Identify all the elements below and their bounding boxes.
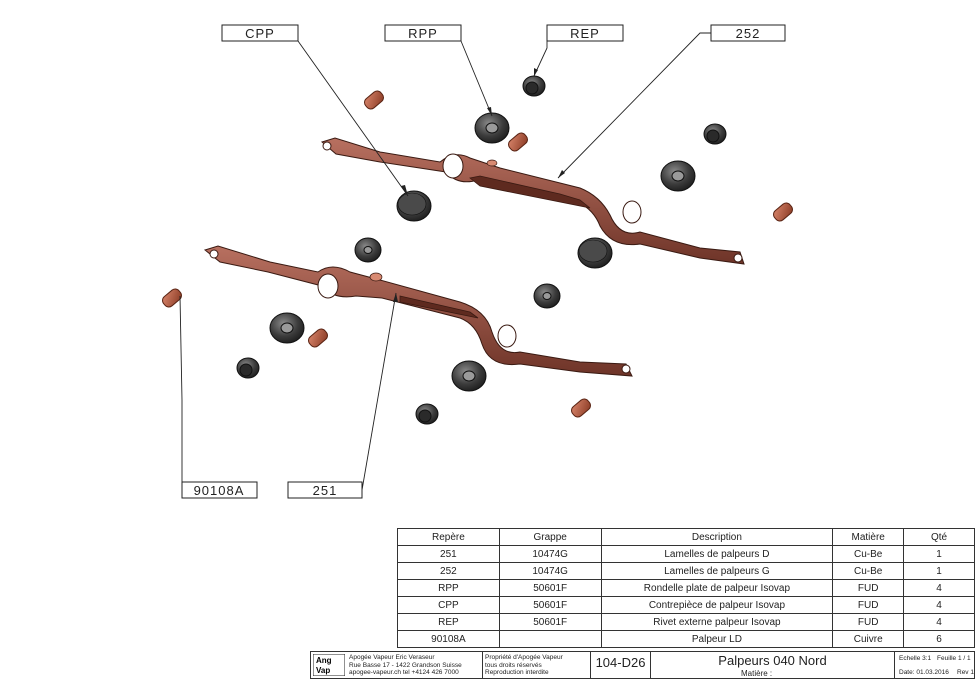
callout-251: 251 (287, 481, 363, 499)
bom-cell (498, 630, 602, 648)
svg-text:Ang: Ang (316, 656, 332, 665)
callout-90108a-label: 90108A (194, 483, 245, 498)
callout-cpp-label: CPP (245, 26, 275, 41)
flat-washers (269, 112, 696, 392)
table-row: CPP 50601F Contrepièce de palpeur Isovap… (397, 596, 975, 614)
lamella-252 (320, 137, 745, 265)
bom-cell: Lamelles de palpeurs G (600, 562, 834, 580)
bom-header-row: Repère Grappe Description Matière Qté (397, 528, 975, 546)
bom-cell: CPP (397, 596, 500, 614)
callout-rpp: RPP (384, 24, 462, 42)
callout-251-label: 251 (313, 483, 338, 498)
callout-90108a: 90108A (181, 481, 258, 499)
bom-header-group: Grappe (498, 528, 602, 546)
address-line: Rue Basse 17 - 1422 Grandson Suisse (349, 661, 462, 669)
title-block-number: 104-D26 (591, 652, 651, 678)
bom-cell: 252 (397, 562, 500, 580)
svg-text:Vap: Vap (316, 666, 330, 675)
bom-cell: Contrepièce de palpeur Isovap (600, 596, 834, 614)
title-block-meta: Echelle 3:1 Feuille 1 / 1 Date: 01.03.20… (895, 652, 976, 678)
bom-cell: 50601F (498, 613, 602, 631)
bom-cell: 4 (903, 613, 975, 631)
table-row: REP 50601F Rivet externe palpeur Isovap … (397, 613, 975, 631)
callout-rep-label: REP (570, 26, 600, 41)
table-row: RPP 50601F Rondelle plate de palpeur Iso… (397, 579, 975, 597)
bom-cell: Palpeur LD (600, 630, 834, 648)
callout-rep: REP (546, 24, 624, 42)
bom-cell: 4 (903, 579, 975, 597)
rights-line: Propriété d'Apogée Vapeur (485, 654, 563, 661)
counter-pieces (354, 190, 613, 309)
bom-cell: Rivet externe palpeur Isovap (600, 613, 834, 631)
sheet-label: Feuille 1 / 1 (937, 655, 971, 662)
bom-cell: 6 (903, 630, 975, 648)
bom-cell: 50601F (498, 596, 602, 614)
table-row: 251 10474G Lamelles de palpeurs D Cu-Be … (397, 545, 975, 563)
bill-of-materials: Repère Grappe Description Matière Qté 25… (397, 528, 975, 648)
rights-line: tous droits réservés (485, 661, 542, 669)
bom-cell: REP (397, 613, 500, 631)
lamella-251 (203, 245, 633, 377)
scale-label: Echelle 3:1 (899, 655, 932, 662)
date-label: Date: 01.03.2016 (899, 669, 949, 676)
callout-rpp-label: RPP (408, 26, 438, 41)
bom-cell: Cuivre (832, 630, 905, 648)
bom-cell: 4 (903, 596, 975, 614)
table-row: 90108A Palpeur LD Cuivre 6 (397, 630, 975, 648)
drawing-title: Palpeurs 040 Nord (718, 653, 827, 668)
callout-252-label: 252 (736, 26, 761, 41)
bom-cell: RPP (397, 579, 500, 597)
bom-cell: Lamelles de palpeurs D (600, 545, 834, 563)
bom-cell: Rondelle plate de palpeur Isovap (600, 579, 834, 597)
drawing-number: 104-D26 (595, 655, 646, 670)
bom-cell: Cu-Be (832, 545, 905, 563)
external-rivets (236, 75, 727, 425)
bom-cell: 1 (903, 562, 975, 580)
bom-header-ref: Repère (397, 528, 500, 546)
title-block-company: Ang Vap Apogée Vapeur Eric Veraseur Rue … (311, 652, 483, 678)
bom-cell: Cu-Be (832, 562, 905, 580)
bom-header-material: Matière (832, 528, 905, 546)
bom-cell: 251 (397, 545, 500, 563)
leader-lines (179, 32, 711, 491)
bom-cell: 10474G (498, 545, 602, 563)
bom-cell: 90108A (397, 630, 500, 648)
title-block-title: Palpeurs 040 Nord Matière : (651, 652, 895, 678)
bom-cell: 50601F (498, 579, 602, 597)
bom-cell: 10474G (498, 562, 602, 580)
bom-cell: FUD (832, 579, 905, 597)
callout-252: 252 (710, 24, 786, 42)
copper-pins (162, 90, 793, 418)
rights-line: Reproduction interdite (485, 669, 549, 676)
address-line: Apogée Vapeur Eric Veraseur (349, 654, 435, 661)
bom-cell: FUD (832, 613, 905, 631)
title-block: Ang Vap Apogée Vapeur Eric Veraseur Rue … (310, 651, 975, 679)
title-block-rights: Propriété d'Apogée Vapeur tous droits ré… (483, 652, 591, 678)
callout-cpp: CPP (221, 24, 299, 42)
bom-header-description: Description (600, 528, 834, 546)
table-row: 252 10474G Lamelles de palpeurs G Cu-Be … (397, 562, 975, 580)
bom-cell: FUD (832, 596, 905, 614)
bom-cell: 1 (903, 545, 975, 563)
bom-header-qty: Qté (903, 528, 975, 546)
company-logo: Ang Vap (313, 654, 345, 676)
revision-label: Rev 1 (957, 669, 974, 676)
material-label: Matière : (741, 669, 773, 678)
address-line: apogee-vapeur.ch tel +4124 426 7000 (349, 669, 459, 676)
